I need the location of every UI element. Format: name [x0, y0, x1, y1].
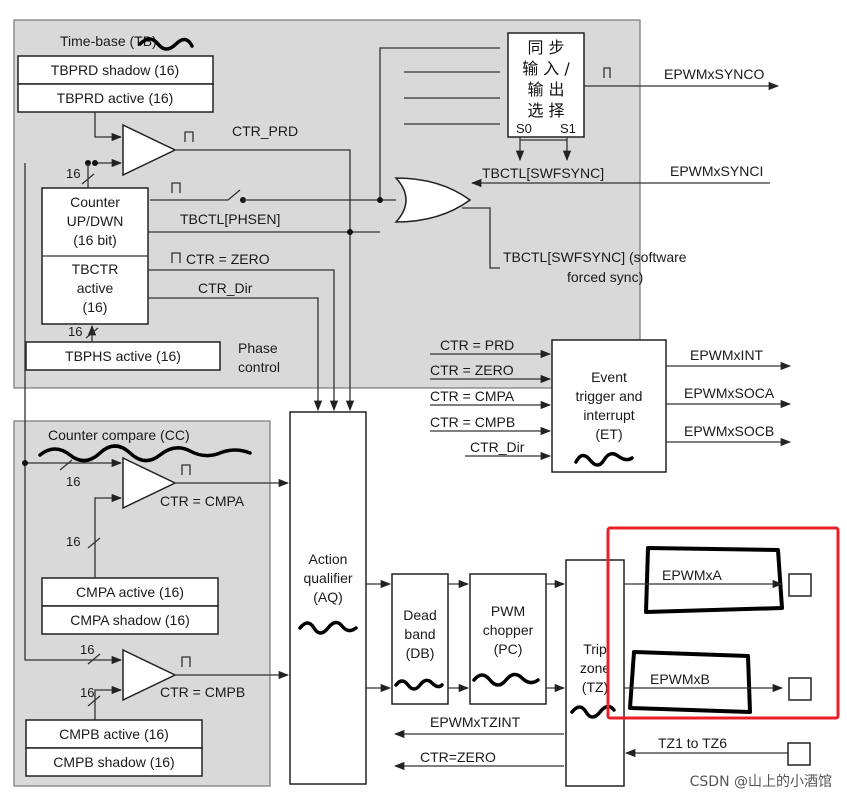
et-line-4: (ET) — [595, 426, 622, 442]
counter-line-3: (16 bit) — [73, 232, 117, 248]
epwmx-b-label: EPWMxB — [650, 671, 710, 687]
ctr-prd-label: CTR_PRD — [232, 123, 298, 139]
aq-line-3: (AQ) — [313, 589, 343, 605]
et-scribble — [574, 452, 634, 467]
cmpa-shadow-label: CMPA shadow (16) — [70, 612, 190, 628]
tbctl-phsen-label: TBCTL[PHSEN] — [180, 211, 280, 227]
epwmx-a-pin — [788, 573, 812, 597]
red-highlight-box — [606, 526, 840, 720]
bus-16-cmpb-top: 16 — [80, 642, 94, 657]
db-scribble — [394, 678, 444, 691]
et-in-ctr-cmpb: CTR = CMPB — [430, 414, 515, 430]
tbprd-shadow-label: TBPRD shadow (16) — [51, 62, 179, 78]
counter-compare-scribble — [38, 444, 252, 463]
epwmx-b-pin — [788, 677, 812, 701]
pc-line-3: (PC) — [494, 641, 523, 657]
tbprd-active-box — [17, 83, 214, 113]
bus-16-tbphs: 16 — [68, 324, 82, 339]
tbctr-line-2: active — [77, 280, 114, 296]
prd-comparator — [122, 123, 177, 177]
epwmx-int-label: EPWMxINT — [690, 347, 764, 363]
et-line-2: trigger and — [576, 388, 643, 404]
s1-label: S1 — [560, 121, 576, 136]
sync-or-gate — [394, 177, 472, 223]
counter-line-2: UP/DWN — [67, 213, 124, 229]
cmpb-shadow-label: CMPB shadow (16) — [53, 754, 174, 770]
phase-control-line-2: control — [238, 359, 280, 375]
tbctl-swfsync-label: TBCTL[SWFSYNC] — [482, 165, 604, 181]
tz-line-2: zone — [580, 660, 611, 676]
bus-16-cmpa-top: 16 — [66, 474, 80, 489]
sync-select-line-2: 输 入 / — [522, 59, 570, 78]
pc-line-1: PWM — [491, 603, 525, 619]
swfsync-note-line-1: TBCTL[SWFSYNC] (software — [503, 249, 687, 265]
et-in-ctr-prd: CTR = PRD — [440, 337, 514, 353]
csdn-watermark: CSDN @山上的小酒馆 — [690, 774, 832, 790]
epwmx-soca-label: EPWMxSOCA — [684, 385, 775, 401]
epwmx-synci-label: EPWMxSYNCI — [670, 163, 763, 179]
cmpa-active-label: CMPA active (16) — [76, 584, 184, 600]
bus-16-cmpb: 16 — [80, 685, 94, 700]
time-base-scribble — [138, 37, 194, 51]
et-in-ctr-dir: CTR_Dir — [470, 439, 525, 455]
pc-box — [469, 573, 547, 705]
tz-line-3: (TZ) — [582, 679, 608, 695]
aq-box — [289, 411, 367, 785]
epwmx-a-scribble — [644, 546, 784, 614]
bus-16-counter: 16 — [66, 166, 80, 181]
tbphs-active-box — [25, 341, 221, 371]
tz-input-pin — [787, 742, 811, 766]
cmpa-shadow-box — [41, 605, 219, 635]
db-line-3: (DB) — [406, 645, 435, 661]
aq-scribble — [298, 620, 358, 635]
bus-16-cmpa: 16 — [66, 534, 80, 549]
ctr-zero-tz-label: CTR=ZERO — [420, 749, 496, 765]
epwmx-a-label: EPWMxA — [662, 567, 723, 583]
cmpb-active-label: CMPB active (16) — [59, 726, 169, 742]
pc-scribble — [472, 672, 540, 687]
ctr-cmpb-label: CTR = CMPB — [160, 684, 245, 700]
epwmx-synco-label: EPWMxSYNCO — [664, 66, 764, 82]
cmpb-active-box — [25, 719, 203, 749]
ctr-dir-label: CTR_Dir — [198, 280, 253, 296]
sync-select-box — [507, 32, 585, 138]
tz1-tz6-label: TZ1 to TZ6 — [658, 735, 727, 751]
cmpa-comparator — [122, 456, 177, 510]
db-line-2: band — [404, 626, 435, 642]
pc-line-2: chopper — [483, 622, 534, 638]
s0-label: S0 — [516, 121, 532, 136]
tbprd-active-label: TBPRD active (16) — [57, 90, 174, 106]
tz-line-1: Trip — [583, 641, 607, 657]
epwmx-socb-label: EPWMxSOCB — [684, 423, 774, 439]
aq-line-2: qualifier — [303, 570, 352, 586]
et-line-1: Event — [591, 369, 627, 385]
counter-line-1: Counter — [70, 194, 120, 210]
ctr-cmpa-label: CTR = CMPA — [160, 493, 245, 509]
et-line-3: interrupt — [583, 407, 634, 423]
cmpb-comparator — [122, 648, 177, 702]
time-base-label: Time-base (TB) — [60, 33, 157, 49]
tbctr-line-1: TBCTR — [72, 261, 119, 277]
tbctr-line-3: (16) — [83, 299, 108, 315]
sync-select-line-1: 同 步 — [527, 38, 564, 57]
cmpa-active-box — [41, 577, 219, 607]
swfsync-note-line-2: forced sync) — [567, 269, 643, 285]
aq-line-1: Action — [309, 551, 348, 567]
et-box — [551, 339, 667, 473]
db-line-1: Dead — [403, 607, 436, 623]
tbphs-active-label: TBPHS active (16) — [65, 348, 181, 364]
counter-compare-label: Counter compare (CC) — [48, 427, 190, 443]
ctr-zero-label: CTR = ZERO — [186, 251, 270, 267]
phase-control-line-1: Phase — [238, 340, 278, 356]
epwmx-b-scribble — [628, 650, 752, 714]
cmpb-shadow-box — [25, 747, 203, 777]
tz-box — [565, 559, 625, 787]
et-in-ctr-cmpa: CTR = CMPA — [430, 388, 515, 404]
sync-select-line-3: 输 出 — [527, 80, 564, 99]
sync-select-line-4: 选 择 — [527, 101, 564, 120]
epwmx-tzint-label: EPWMxTZINT — [430, 714, 521, 730]
et-in-ctr-zero: CTR = ZERO — [430, 362, 514, 378]
